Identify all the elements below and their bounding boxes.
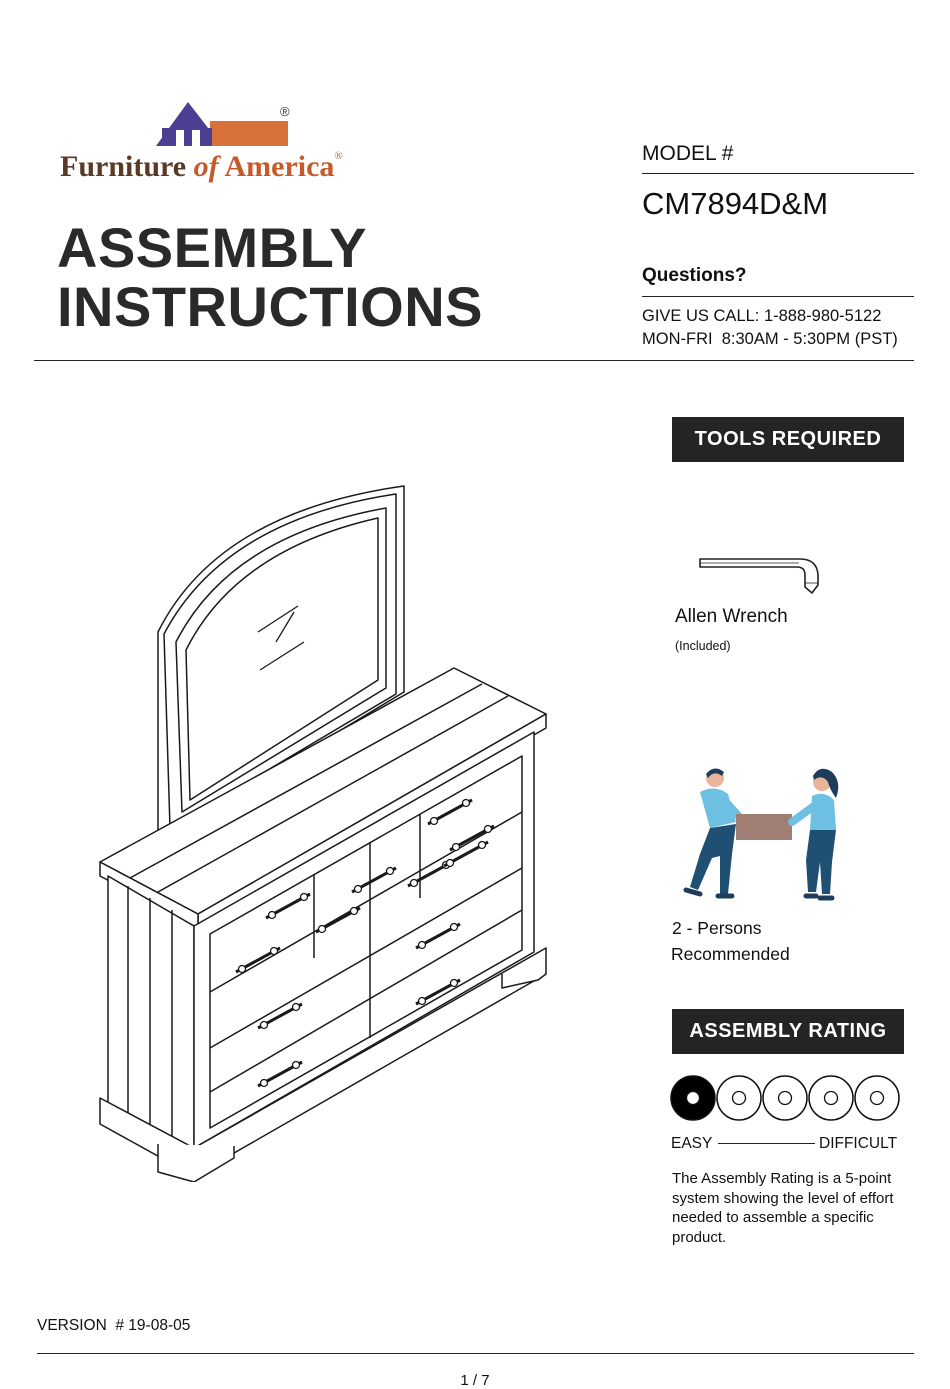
model-divider [642, 173, 914, 174]
rating-dot-2 [731, 1090, 747, 1106]
drawer-handle-knob [299, 892, 309, 902]
rating-easy-label: EASY [671, 1135, 713, 1152]
drawer-handle-knob [483, 824, 493, 834]
drawer-handle-knob [259, 1020, 269, 1030]
page-number: 1 / 7 [460, 1372, 490, 1389]
brand-name-part3: America [224, 150, 335, 183]
header-divider [34, 360, 914, 361]
tools-required-heading: TOOLS REQUIRED [672, 417, 904, 462]
drawer-handle-knob [417, 996, 427, 1006]
dresser-base [99, 947, 547, 1182]
brand-registered-mark: ® [334, 150, 343, 162]
model-label: MODEL # [642, 142, 734, 165]
drawer-handle-knob [429, 816, 439, 826]
drawer-handle-knob [291, 1002, 301, 1012]
drawer-handle-knob [269, 946, 279, 956]
drawer-handle-knob [385, 866, 395, 876]
brand-name-part2: of [193, 150, 219, 183]
title-line-2: INSTRUCTIONS [57, 275, 483, 338]
brand-name: Furniture of America® [60, 150, 343, 184]
questions-label: Questions? [642, 265, 747, 286]
tool-name: Allen Wrench [675, 606, 788, 627]
drawer-handle-knob [477, 840, 487, 850]
drawer-handle-knob [449, 922, 459, 932]
drawer-handle-knob [353, 884, 363, 894]
rating-description: The Assembly Rating is a 5-point system … [672, 1170, 894, 1246]
drawer-handle-knob [409, 878, 419, 888]
drawer-handle-knob [461, 798, 471, 808]
drawer-handles [235, 798, 495, 1088]
logo-registered-mark: ® [280, 104, 290, 119]
version-label: VERSION # 19-08-05 [37, 1317, 191, 1334]
rating-scale-line [718, 1143, 815, 1144]
drawer-handle-knob [237, 964, 247, 974]
drawer-handle-knob [317, 924, 327, 934]
drawer-handle-knob [451, 842, 461, 852]
allen-wrench-icon [699, 558, 819, 594]
two-persons-carrying-icon [683, 768, 839, 901]
brand-name-part1: Furniture [60, 150, 187, 183]
drawer-handle-knob [349, 906, 359, 916]
persons-count: 2 - Persons [672, 918, 762, 938]
drawer-handle-knob [291, 1060, 301, 1070]
model-number: CM7894D&M [642, 186, 829, 221]
rating-dot-5 [869, 1090, 885, 1106]
rating-dot-1 [685, 1090, 701, 1106]
dresser-front [193, 731, 535, 1149]
title-line-1: ASSEMBLY [57, 216, 368, 279]
contact-hours: MON-FRI 8:30AM - 5:30PM (PST) [642, 330, 898, 348]
rating-scale [670, 1075, 900, 1121]
rating-dot-3 [777, 1090, 793, 1106]
footer-divider [37, 1353, 914, 1354]
dresser-mirror-illustration [99, 485, 547, 1182]
document-title: ASSEMBLY INSTRUCTIONS [57, 218, 483, 336]
drawer-handle-knob [259, 1078, 269, 1088]
drawer-handle-knob [445, 858, 455, 868]
mirror-frame [157, 485, 405, 833]
drawer-handle-knob [449, 978, 459, 988]
questions-divider [642, 296, 914, 297]
rating-dot-4 [823, 1090, 839, 1106]
rating-difficult-label: DIFFICULT [819, 1135, 898, 1152]
drawer-handle-knob [417, 940, 427, 950]
drawer-handle-knob [267, 910, 277, 920]
assembly-rating-heading: ASSEMBLY RATING [672, 1009, 904, 1054]
brand-logo-icon: ® [156, 102, 290, 146]
persons-recommended: Recommended [671, 944, 790, 964]
tool-note: (Included) [675, 639, 731, 653]
dresser-side [107, 875, 195, 1153]
contact-phone: GIVE US CALL: 1-888-980-5122 [642, 307, 882, 325]
